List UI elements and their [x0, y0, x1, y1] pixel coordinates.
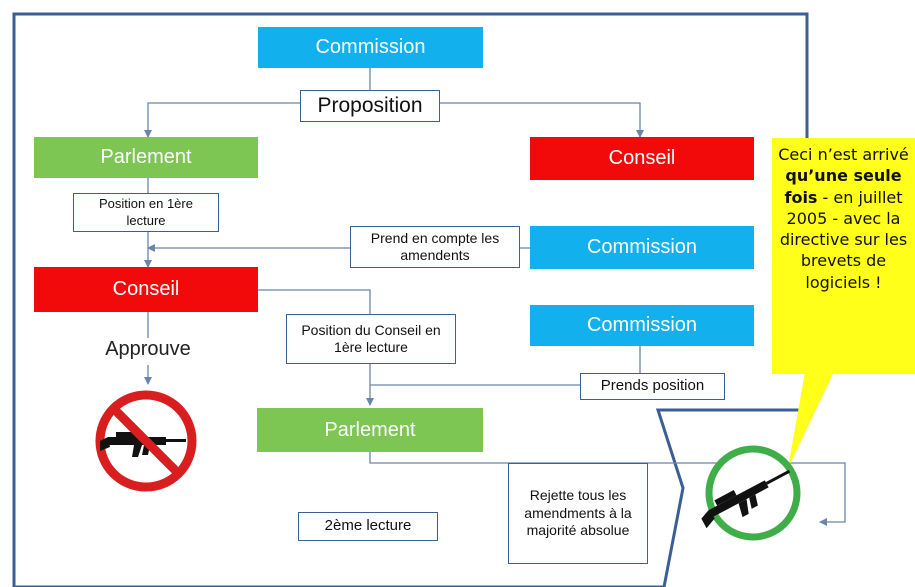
connector-proposition-conseil: [440, 102, 644, 138]
connector-parlement-rejet: [369, 452, 846, 526]
commission-box-third: Commission: [530, 305, 754, 346]
parlement-box-first: Parlement: [34, 137, 258, 178]
commission-box-second: Commission: [530, 226, 754, 269]
position-premiere-lecture-box: Position en 1ère lecture: [73, 193, 219, 232]
parlement-box-second: Parlement: [257, 408, 483, 452]
connector-conseil-position: [258, 289, 371, 314]
diagram-frame: [12, 12, 809, 587]
rejette-amendments-box: Rejette tous les amendments à la majorit…: [508, 463, 648, 564]
prohibited-icon: [95, 390, 197, 492]
conseil-box-first: Conseil: [530, 137, 754, 180]
deuxieme-lecture-box: 2ème lecture: [298, 512, 438, 541]
position-du-conseil-box: Position du Conseil en 1ère lecture: [286, 314, 456, 364]
prend-en-compte-box: Prend en compte les amendents: [350, 226, 520, 268]
note-text-start: Ceci n’est arrivé: [778, 145, 909, 164]
rifle-icon: [701, 469, 791, 529]
note-text-bold: qu’une seule fois: [784, 166, 902, 207]
approuve-label: Approuve: [105, 338, 191, 360]
prends-position-box: Prends position: [580, 373, 725, 400]
commission-box-top: Commission: [258, 27, 483, 68]
rifle-icon: [100, 432, 186, 457]
note-callout-tail: [788, 372, 834, 468]
approved-circle-icon: [701, 445, 801, 541]
note-text-end: - en juillet 2005 - avec la directive su…: [779, 187, 908, 292]
speech-bubble-note: Ceci n’est arrivé qu’une seule fois - en…: [772, 138, 915, 374]
proposition-box: Proposition: [300, 90, 440, 122]
conseil-box-second: Conseil: [34, 267, 258, 312]
connector-proposition-parlement: [144, 102, 300, 138]
